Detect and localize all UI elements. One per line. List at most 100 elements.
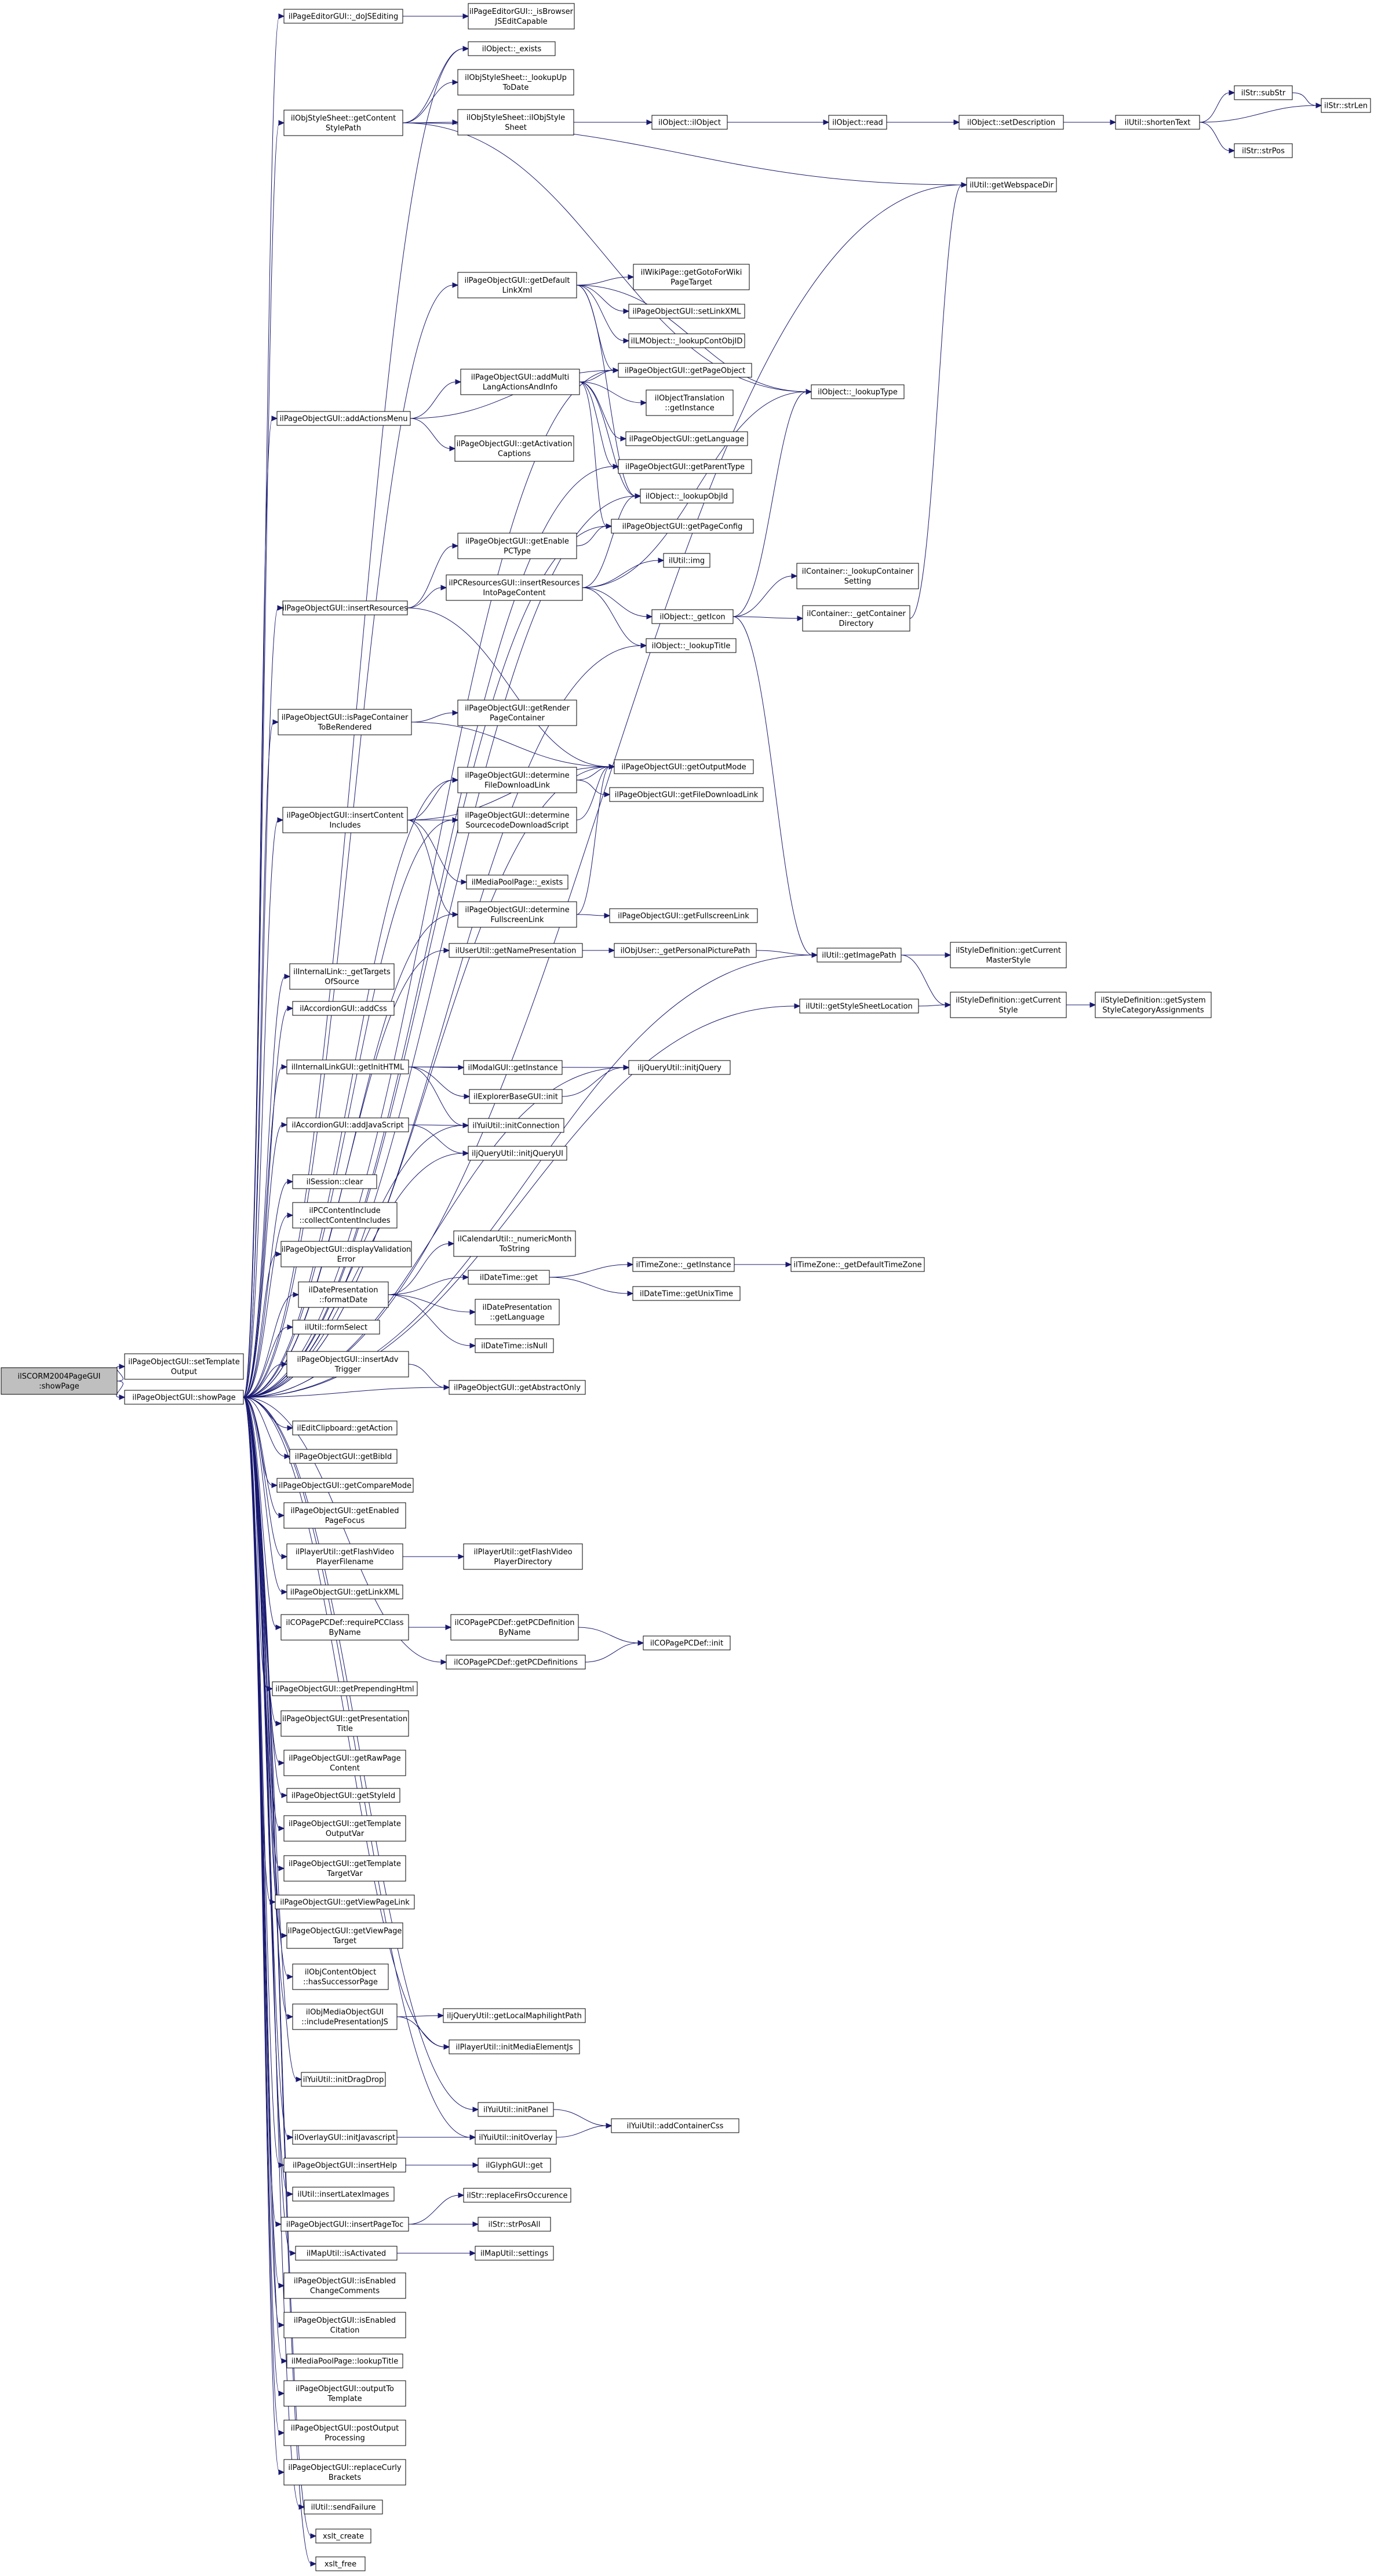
function-node-getBibId[interactable]: ilPageObjectGUI::getBibId [289,1449,398,1464]
function-node-mpLookupTitle[interactable]: ilMediaPoolPage::lookupTitle [286,2353,403,2369]
function-node-insertResources[interactable]: ilPageObjectGUI::insertResources [282,600,408,615]
function-node-qInitQuery[interactable]: iljQueryUtil::initjQuery [628,1060,731,1075]
function-node-strStrPos[interactable]: ilStr::strPos [1234,143,1293,158]
function-node-sendFailure[interactable]: ilUtil::sendFailure [304,2500,383,2515]
function-node-accAddJs[interactable]: ilAccordionGUI::addJavaScript [286,1117,409,1132]
function-node-sessClear[interactable]: ilSession::clear [292,1174,377,1189]
function-node-datePresLang[interactable]: ilDatePresentation::getLanguage [475,1299,560,1325]
function-node-cpcInit[interactable]: ilCOPagePCDef::init [643,1635,731,1650]
function-node-getViewPageLink[interactable]: ilPageObjectGUI::getViewPageLink [275,1894,415,1910]
function-node-webspaceDir[interactable]: ilUtil::getWebspaceDir [966,177,1057,192]
function-node-contHasSucc[interactable]: ilObjContentObject::hasSuccessorPage [292,1963,389,1990]
function-node-styleSysCat[interactable]: ilStyleDefinition::getSystemStyleCategor… [1095,992,1212,1018]
function-node-shortenText[interactable]: ilUtil::shortenText [1115,115,1200,130]
function-node-getImagePath[interactable]: ilUtil::getImagePath [817,948,902,963]
function-node-yuiConn[interactable]: ilYuiUtil::initConnection [468,1118,564,1133]
function-node-root[interactable]: ilSCORM2004PageGUI:showPage [1,1367,118,1395]
function-node-insertPageToc[interactable]: ilPageObjectGUI::insertPageToc [280,2217,409,2232]
function-node-explorerInit[interactable]: ilExplorerBaseGUI::init [469,1089,563,1104]
function-node-getPageObject[interactable]: ilPageObjectGUI::getPageObject [618,363,752,378]
function-node-dateUnix[interactable]: ilDateTime::getUnixTime [632,1286,741,1301]
function-node-objSetDesc[interactable]: ilObject::setDescription [958,115,1064,130]
function-node-mapActivated[interactable]: ilMapUtil::isActivated [295,2246,398,2261]
function-node-qInitUI[interactable]: iljQueryUtil::initjQueryUI [468,1146,567,1161]
function-node-utilImg[interactable]: ilUtil::img [663,553,710,568]
function-node-getStyleId[interactable]: ilPageObjectGUI::getStyleId [286,1788,400,1803]
function-node-accAddCss[interactable]: ilAccordionGUI::addCss [292,1001,395,1016]
function-node-tzGetInst[interactable]: ilTimeZone::_getInstance [632,1257,735,1272]
function-node-getPrepending[interactable]: ilPageObjectGUI::getPrependingHtml [272,1681,418,1696]
function-node-objLookupTitle[interactable]: ilObject::_lookupTitle [646,638,737,653]
function-node-yuiPanel[interactable]: ilYuiUtil::initPanel [478,2102,554,2117]
function-node-detSrcDL[interactable]: ilPageObjectGUI::determineSourcecodeDown… [457,807,577,833]
function-node-styleSheetLoc[interactable]: ilUtil::getStyleSheetLocation [799,999,919,1014]
function-node-clipAction[interactable]: ilEditClipboard::getAction [292,1420,398,1435]
function-node-yuiDragDrop[interactable]: ilYuiUtil::initDragDrop [301,2072,386,2087]
function-node-flashDir[interactable]: ilPlayerUtil::getFlashVideoPlayerDirecto… [463,1543,583,1570]
function-node-setLinkXML[interactable]: ilPageObjectGUI::setLinkXML [628,304,745,319]
function-node-insertHelp[interactable]: ilPageObjectGUI::insertHelp [283,2158,406,2173]
function-node-objGetIcon[interactable]: ilObject::_getIcon [651,609,734,624]
function-node-pgShow[interactable]: ilPageObjectGUI::showPage [124,1390,244,1405]
function-node-userNamePres[interactable]: ilUserUtil::getNamePresentation [449,943,583,958]
function-node-strReplaceFirst[interactable]: ilStr::replaceFirsOccurence [463,2188,571,2203]
function-node-tzDefault[interactable]: ilTimeZone::_getDefaultTimeZone [790,1257,925,1272]
function-node-glyphGet[interactable]: ilGlyphGUI::get [478,2158,551,2173]
function-node-utilFormSelect[interactable]: ilUtil::formSelect [292,1320,380,1335]
function-node-getParentType[interactable]: ilPageObjectGUI::getParentType [618,459,752,474]
function-node-mpExists[interactable]: ilMediaPoolPage::_exists [466,875,568,890]
function-node-datePresFormat[interactable]: ilDatePresentation::formatDate [298,1281,389,1308]
function-node-objLookupType[interactable]: ilObject::_lookupType [811,384,905,399]
function-node-intLinkInit[interactable]: ilInternalLinkGUI::getInitHTML [286,1059,409,1074]
function-node-personalPic[interactable]: ilObjUser::_getPersonalPicturePath [614,943,757,958]
function-node-addMultiLang[interactable]: ilPageObjectGUI::addMultiLangActionsAndI… [460,369,580,395]
function-node-xsltCreate[interactable]: xslt_create [315,2528,371,2544]
function-node-strPosAll[interactable]: ilStr::strPosAll [478,2217,551,2232]
function-node-dateIsNull[interactable]: ilDateTime::isNull [475,1338,554,1353]
function-node-objLookupObjId[interactable]: ilObject::_lookupObjId [640,489,734,504]
function-node-objObject[interactable]: ilObject::ilObject [651,115,728,130]
function-node-getLinkXML[interactable]: ilPageObjectGUI::getLinkXML [286,1584,403,1599]
function-node-playerInitME[interactable]: ilPlayerUtil::initMediaElementJs [449,2039,580,2054]
function-node-mapSettings[interactable]: ilMapUtil::settings [475,2246,554,2261]
function-node-getAbstractOnly[interactable]: ilPageObjectGUI::getAbstractOnly [449,1380,586,1395]
function-node-qLocalMaphl[interactable]: iljQueryUtil::getLocalMaphilightPath [443,2008,586,2023]
function-node-insertLatex[interactable]: ilUtil::insertLatexImages [292,2187,395,2202]
function-node-modalInst[interactable]: ilModalGUI::getInstance [463,1060,563,1075]
function-node-strSubStr[interactable]: ilStr::subStr [1234,85,1293,100]
function-node-objStyleSheet[interactable]: ilObjStyleSheet::ilObjStyleSheet [457,109,574,136]
function-node-dateTimeGet[interactable]: ilDateTime::get [468,1270,550,1285]
function-node-yuiOverlay[interactable]: ilYuiUtil::initOverlay [475,2130,557,2145]
function-node-objExists[interactable]: ilObject::_exists [468,41,556,56]
function-node-flashFilename[interactable]: ilPlayerUtil::getFlashVideoPlayerFilenam… [286,1543,403,1570]
function-node-getFileDL[interactable]: ilPageObjectGUI::getFileDownloadLink [609,787,764,802]
function-node-mediaIncludePres[interactable]: ilObjMediaObjectGUI::includePresentation… [292,2003,398,2030]
function-node-overlayJs[interactable]: ilOverlayGUI::initJavascript [292,2130,398,2145]
function-node-getLanguage[interactable]: ilPageObjectGUI::getLanguage [625,431,748,446]
function-node-getPageConfig[interactable]: ilPageObjectGUI::getPageConfig [611,519,754,534]
function-node-getOutputMode[interactable]: ilPageObjectGUI::getOutputMode [614,759,754,774]
